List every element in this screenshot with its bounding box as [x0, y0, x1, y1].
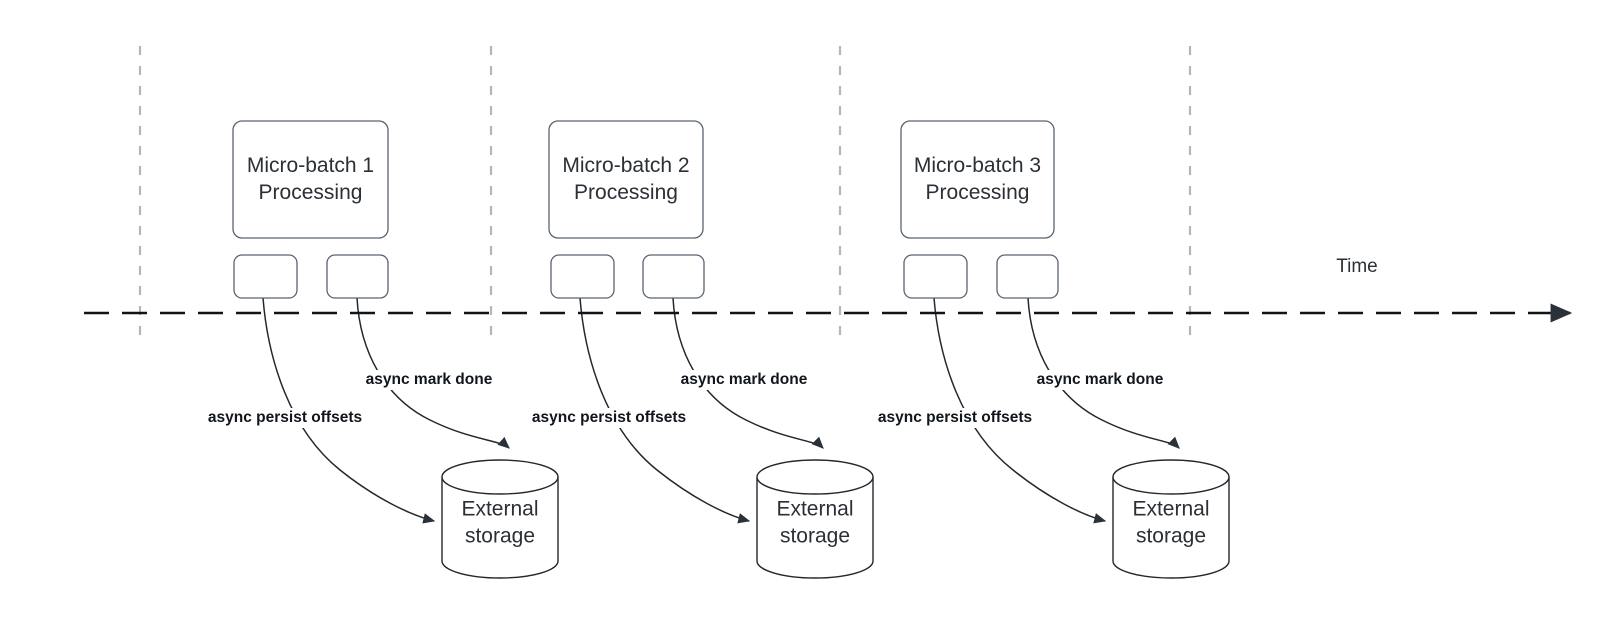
task-box-persist-2[interactable] — [550, 254, 615, 299]
micro-batch-label-line1: Micro-batch 2 — [562, 154, 689, 177]
edge-label-backdrop — [1034, 370, 1166, 390]
edge-async-mark-done-3 — [1027, 297, 1180, 449]
external-storage-label-line1: External — [776, 498, 853, 521]
edge-async-mark-done-1 — [356, 297, 510, 449]
edge-async-mark-done-3-label: async mark done — [1037, 371, 1164, 388]
edge-async-persist-offsets-3 — [933, 297, 1107, 524]
task-box-mark-1[interactable] — [326, 254, 389, 299]
timeline-axis-label: Time — [1336, 256, 1378, 277]
cylinder-top-ellipse — [1112, 476, 1230, 495]
external-storage-label-line1: External — [1132, 498, 1209, 521]
edge-async-mark-done-2-label: async mark done — [681, 371, 808, 388]
external-storage-label-line2: storage — [780, 525, 850, 548]
micro-batch-label-line1: Micro-batch 1 — [247, 154, 374, 177]
external-storage-node-group-1[interactable]: External storage — [441, 459, 559, 579]
edge-async-persist-offsets-2-label-group: async persist offsets — [518, 408, 700, 428]
edge-async-persist-offsets-1-label: async persist offsets — [208, 409, 362, 426]
cylinder-top-ellipse — [756, 476, 874, 495]
external-storage-label-line1: External — [461, 498, 538, 521]
edge-labels-layer: async persist offsets async mark done asyn… — [194, 370, 1166, 428]
external-storage-label-line2: storage — [1136, 525, 1206, 548]
micro-batch-node-group-2[interactable]: Micro-batch 2 Processing — [548, 120, 704, 239]
task-box-persist-1[interactable] — [233, 254, 298, 299]
edge-label-backdrop — [518, 408, 700, 428]
edge-async-persist-offsets-3-label: async persist offsets — [878, 409, 1032, 426]
micro-batch-node-group-3[interactable]: Micro-batch 3 Processing — [900, 120, 1055, 239]
edge-label-backdrop — [864, 408, 1046, 428]
task-box-mark-3[interactable] — [996, 254, 1059, 299]
micro-batch-node-group-1[interactable]: Micro-batch 1 Processing — [232, 120, 389, 239]
dividers-layer — [138, 46, 1192, 340]
edge-async-mark-done-3-label-group: async mark done — [1034, 370, 1166, 390]
edge-label-backdrop — [363, 370, 495, 390]
edge-label-backdrop — [678, 370, 810, 390]
cylinder-top-ellipse — [441, 476, 559, 495]
edge-async-persist-offsets-1-label-group: async persist offsets — [194, 408, 376, 428]
micro-batch-box[interactable] — [232, 120, 389, 239]
task-box-persist-3[interactable] — [903, 254, 968, 299]
micro-batch-box[interactable] — [900, 120, 1055, 239]
external-storage-label-line2: storage — [465, 525, 535, 548]
edge-async-persist-offsets-2 — [579, 297, 751, 524]
micro-batch-label-line2: Processing — [926, 181, 1030, 204]
micro-batch-label-line1: Micro-batch 3 — [914, 154, 1041, 177]
external-storage-node-group-2[interactable]: External storage — [756, 459, 874, 579]
edge-async-mark-done-2-label-group: async mark done — [678, 370, 810, 390]
task-box-mark-2[interactable] — [642, 254, 705, 299]
edge-async-mark-done-1-label-group: async mark done — [363, 370, 495, 390]
edge-label-backdrop — [194, 408, 376, 428]
micro-batch-label-line2: Processing — [259, 181, 363, 204]
external-storage-node-group-3[interactable]: External storage — [1112, 459, 1230, 579]
edge-async-persist-offsets-3-label-group: async persist offsets — [864, 408, 1046, 428]
edge-async-mark-done-2 — [672, 297, 824, 449]
edge-async-mark-done-1-label: async mark done — [366, 371, 493, 388]
timeline-axis-layer: Time — [84, 256, 1573, 323]
micro-batch-label-line2: Processing — [574, 181, 678, 204]
edge-async-persist-offsets-2-label: async persist offsets — [532, 409, 686, 426]
edge-async-persist-offsets-1 — [262, 297, 436, 524]
micro-batch-box[interactable] — [548, 120, 704, 239]
edges-layer — [262, 297, 1180, 524]
